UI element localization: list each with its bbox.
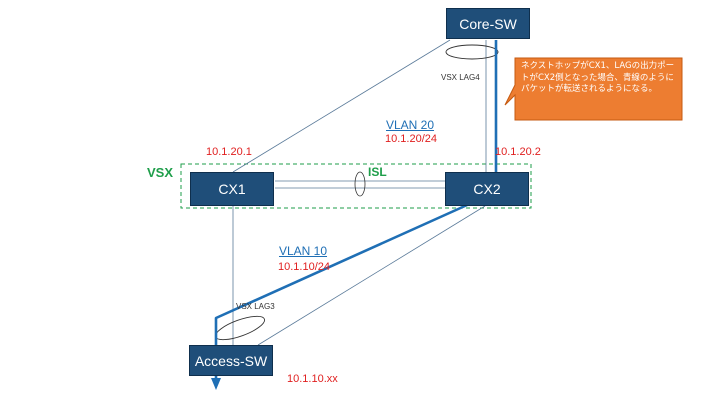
vsx-label: VSX: [147, 165, 174, 180]
traffic-arrowhead: [211, 378, 221, 390]
link-cx2-access: [257, 205, 486, 346]
vsx-group-box: [180, 163, 532, 209]
callout-shape: [504, 57, 683, 121]
vsx-lag3-label: VSX LAG3: [236, 302, 275, 311]
isl-lag-ellipse: [354, 171, 366, 197]
access-sw-node[interactable]: Access-SW: [189, 345, 273, 376]
vlan10-label: VLAN 10: [279, 244, 328, 258]
traffic-path: [214, 40, 498, 378]
lag4-ellipse: [445, 44, 499, 60]
core-sw-node[interactable]: Core-SW: [446, 8, 530, 39]
vlan20-label: VLAN 20: [386, 118, 435, 132]
vlan10-subnet: 10.1.10/24: [278, 261, 330, 273]
cx2-node[interactable]: CX2: [445, 172, 529, 206]
vsx-lag4-label: VSX LAG4: [441, 73, 480, 82]
cx1-node[interactable]: CX1: [190, 172, 274, 206]
cx2-ip: 10.1.20.2: [495, 146, 541, 158]
isl-label: ISL: [368, 165, 387, 179]
cx1-ip: 10.1.20.1: [206, 146, 252, 158]
callout-text: ネクストホップがCX1、LAGの出力ポートがCX2側となった場合、青線のようにパ…: [521, 61, 675, 94]
host-ip: 10.1.10.xx: [287, 373, 338, 385]
vlan20-subnet: 10.1.20/24: [385, 133, 437, 145]
link-core-cx1: [232, 39, 451, 173]
